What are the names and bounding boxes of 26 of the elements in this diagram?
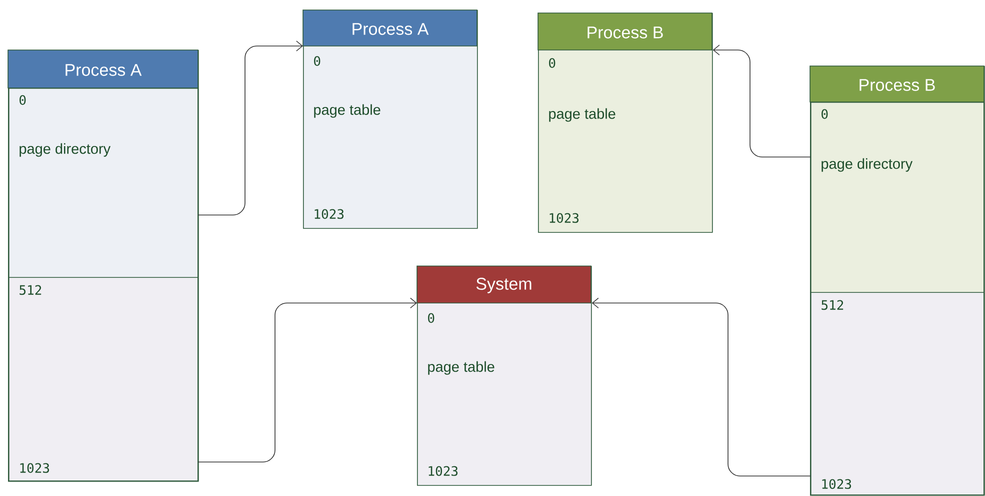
table-title: Process A <box>66 64 142 76</box>
table-label: page directory <box>822 158 913 172</box>
address-label: 0 <box>428 313 434 323</box>
table-title: Process B <box>860 79 935 91</box>
address-label: 512 <box>822 300 844 310</box>
address-label: 0 <box>549 58 556 68</box>
table-label: page table <box>314 104 380 118</box>
table-label: page directory <box>20 143 111 157</box>
table-title: System <box>476 278 532 294</box>
address-label: 1023 <box>20 463 50 473</box>
address-label: 0 <box>314 56 320 66</box>
arrow <box>592 298 811 476</box>
arrow <box>712 44 811 158</box>
address-label: 0 <box>822 109 828 119</box>
table-label: page table <box>428 361 494 375</box>
table-title: Process B <box>588 26 663 38</box>
address-label: 0 <box>20 95 26 105</box>
address-label: 512 <box>20 285 42 295</box>
arrow <box>198 40 303 216</box>
arrow <box>198 298 417 462</box>
table-title: Process A <box>352 23 429 35</box>
address-label: 1023 <box>314 209 344 219</box>
address-label: 1023 <box>822 479 852 489</box>
address-label: 1023 <box>428 466 458 476</box>
address-label: 1023 <box>550 213 579 223</box>
table-label: page table <box>549 108 616 122</box>
